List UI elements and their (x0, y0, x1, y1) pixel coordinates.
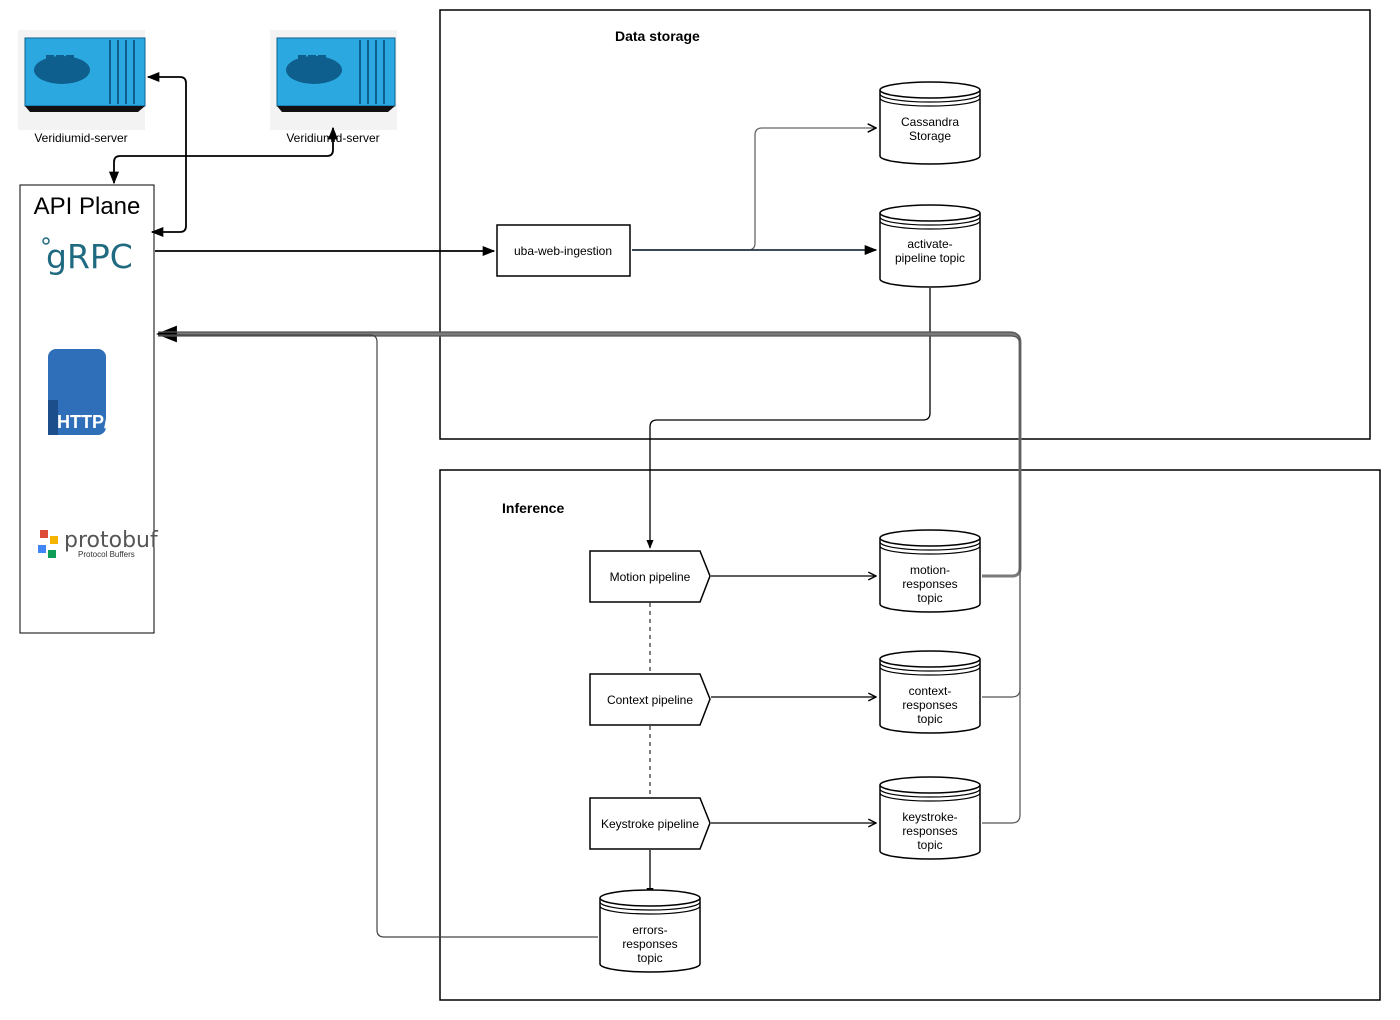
svg-text:responses: responses (902, 577, 957, 591)
svg-text:protobuf: protobuf (64, 528, 159, 553)
svg-text:gRPC: gRPC (46, 237, 133, 276)
svg-text:Cassandra: Cassandra (901, 115, 959, 129)
svg-text:responses: responses (902, 698, 957, 712)
svg-text:Keystroke pipeline: Keystroke pipeline (601, 817, 699, 831)
http2-logo-icon: HTTP/2 (48, 349, 119, 435)
uba-web-ingestion-label: uba-web-ingestion (514, 244, 612, 258)
grpc-logo-icon: gRPC (42, 237, 133, 276)
data-storage-frame (439, 9, 1371, 440)
connector-context-topic-to-api-plane (158, 331, 1021, 698)
motion-responses-topic-node: motion- responses topic (879, 529, 981, 613)
uba-web-ingestion-node (496, 224, 631, 277)
protobuf-logo-icon: protobuf Protocol Buffers (38, 528, 159, 559)
svg-text:errors-: errors- (632, 923, 667, 937)
cassandra-storage-node: Cassandra Storage (879, 81, 981, 165)
inference-title: Inference (502, 500, 564, 516)
context-responses-topic-node: context- responses topic (879, 650, 981, 734)
data-storage-title: Data storage (615, 28, 700, 44)
errors-responses-topic-node: errors- responses topic (599, 889, 701, 973)
svg-text:responses: responses (902, 824, 957, 838)
svg-text:topic: topic (917, 838, 942, 852)
svg-text:activate-: activate- (907, 237, 952, 251)
svg-text:topic: topic (637, 951, 662, 965)
svg-text:topic: topic (917, 591, 942, 605)
keystroke-responses-topic-node: keystroke- responses topic (879, 776, 981, 860)
motion-pipeline-node: Motion pipeline (589, 550, 711, 603)
svg-text:Protocol Buffers: Protocol Buffers (78, 550, 135, 559)
inference-frame (439, 469, 1381, 1001)
svg-text:Storage: Storage (909, 129, 951, 143)
svg-text:keystroke-: keystroke- (902, 810, 957, 824)
connector-keystroke-topic-to-api-plane (158, 335, 1021, 824)
keystroke-pipeline-node: Keystroke pipeline (589, 797, 711, 850)
svg-text:responses: responses (622, 937, 677, 951)
docker-container-icon-right (270, 30, 397, 130)
container-label-left: Veridiumid-server (34, 131, 127, 145)
connector-right-container-to-api-plane (108, 126, 339, 185)
api-plane-title: API Plane (34, 193, 141, 220)
activate-pipeline-topic-node: activate- pipeline topic (879, 204, 981, 288)
connector-errors-topic-to-api-plane (158, 334, 598, 938)
context-pipeline-node: Context pipeline (589, 673, 711, 726)
docker-container-icon-left (18, 30, 146, 130)
connector-activate-topic-to-motion-pipeline (646, 288, 931, 549)
svg-text:HTTP/2: HTTP/2 (57, 412, 119, 432)
svg-text:topic: topic (917, 712, 942, 726)
svg-text:motion-: motion- (910, 563, 950, 577)
connector-ingestion-to-cassandra (632, 128, 876, 251)
svg-text:pipeline topic: pipeline topic (895, 251, 965, 265)
svg-text:Context pipeline: Context pipeline (607, 693, 693, 707)
svg-text:context-: context- (909, 684, 952, 698)
svg-text:Motion pipeline: Motion pipeline (610, 570, 691, 584)
